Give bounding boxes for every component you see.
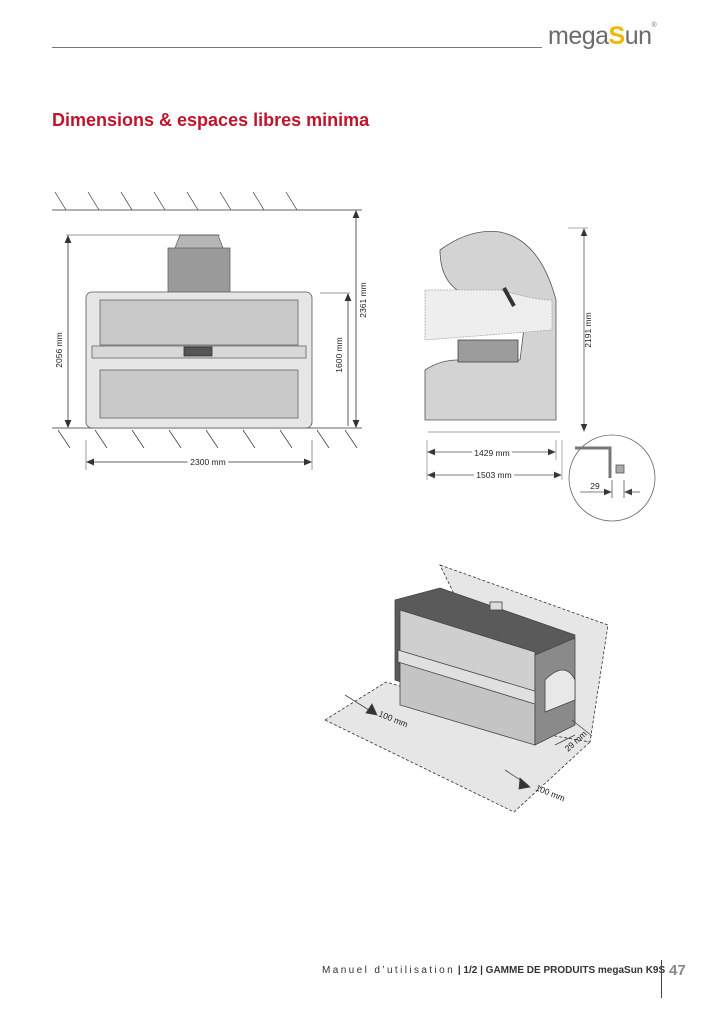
dim-height-ceiling: 2361 mm — [358, 282, 368, 317]
page-number: 47 — [669, 962, 686, 979]
page-title: Dimensions & espaces libres minima — [52, 110, 370, 130]
logo-reg: ® — [651, 22, 657, 29]
dim-width: 2300 mm — [190, 457, 225, 467]
dim-depth-inner: 1429 mm — [474, 448, 509, 458]
front-view-drawing — [52, 191, 362, 470]
logo-text: mega — [548, 22, 609, 50]
footer-manual: Manuel d’utilisation — [322, 965, 456, 976]
logo-s: S — [608, 22, 626, 50]
footer-section: | 1/2 | GAMME DE PRODUITS megaSun K9S — [455, 965, 666, 976]
dim-side-height: 2191 mm — [583, 312, 593, 347]
header-rule — [52, 47, 542, 48]
dim-height-canopy: 1600 mm — [334, 337, 344, 372]
dim-depth-outer: 1503 mm — [476, 470, 511, 480]
dim-clear-right: 100 mm — [534, 783, 566, 804]
iso-view-drawing — [324, 564, 609, 813]
footer-divider — [661, 960, 662, 998]
dim-height-total: 2056 mm — [54, 332, 64, 367]
side-view-drawing — [424, 227, 656, 522]
dim-detail-gap: 29 — [590, 481, 600, 491]
logo-text-end: un — [624, 22, 652, 50]
megasun-logo: megaSun® — [548, 22, 657, 51]
footer-text: Manuel d’utilisation | 1/2 | GAMME DE PR… — [322, 965, 665, 976]
